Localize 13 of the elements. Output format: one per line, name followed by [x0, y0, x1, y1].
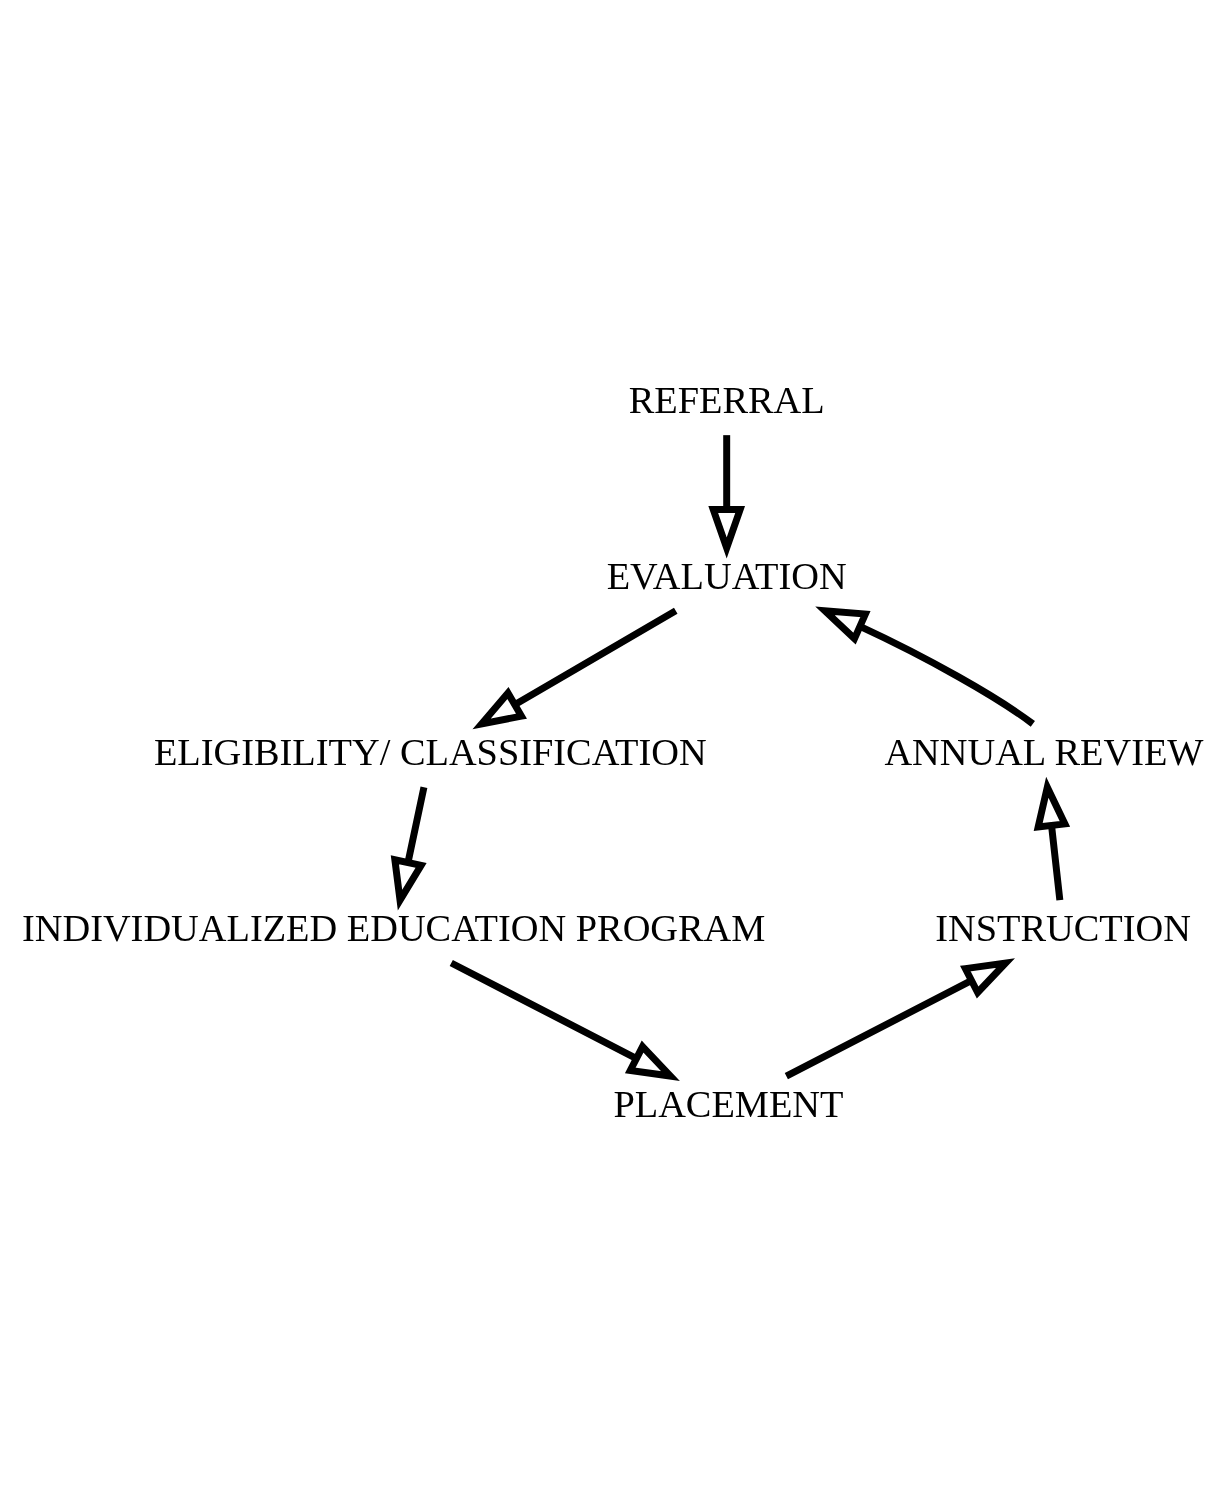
arrow [449, 959, 680, 1081]
node-text: ELIGIBILITY/ CLASSIFICATION [153, 731, 707, 774]
node-text: REFERRAL [628, 379, 825, 422]
arrow [472, 607, 678, 730]
arrow [784, 958, 1015, 1080]
node-text: INSTRUCTION [935, 907, 1191, 950]
arrow [815, 606, 1035, 727]
node-text: PLACEMENT [613, 1083, 844, 1126]
arrow [390, 786, 428, 911]
node-text: ANNUAL REVIEW [884, 731, 1204, 774]
node-text: INDIVIDUALIZED EDUCATION PROGRAM [22, 907, 766, 950]
arrow [1033, 776, 1071, 901]
node-text: EVALUATION [606, 555, 847, 598]
